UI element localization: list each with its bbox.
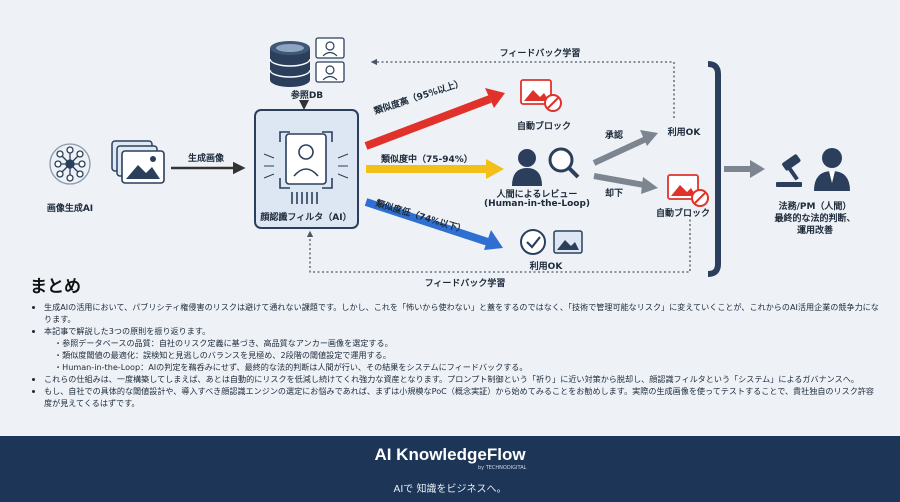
- principle-item: 類似度閾値の最適化：誤検知と見逃しのバランスを見極め、2段階の閾値設定で運用する…: [54, 349, 880, 361]
- reviewer-icon: [512, 149, 542, 186]
- summary-heading: まとめ: [30, 277, 81, 297]
- source-label: 画像生成AI: [46, 204, 94, 214]
- legal-line-1: 法務/PM（人間）: [778, 202, 852, 212]
- flow-diagram: [49, 37, 850, 277]
- review-blocked-image-icon: [667, 174, 709, 207]
- feedback-bottom-label: フィードバック学習: [424, 279, 506, 289]
- legal-line-3: 運用改善: [796, 226, 834, 236]
- summary-bullet: 本記事で解説した3つの原則を振り返ります。 参照データベースの品質：自社のリスク…: [44, 325, 880, 373]
- principle-item: Human-in-the-Loop：AIの判定を鵜呑みにせず、最終的な法的判断は…: [54, 361, 880, 373]
- reject-arrow: [593, 173, 658, 194]
- review-ok-label: 利用OK: [667, 128, 701, 138]
- reject-label: 却下: [604, 189, 624, 199]
- review-block-label: 自動ブロック: [655, 209, 711, 219]
- footer-tagline: AIで 知識をビジネスへ。: [393, 484, 507, 495]
- approved-check-icon: [520, 229, 583, 255]
- feedback-loop-top: [370, 58, 675, 118]
- magnifier-icon: [548, 147, 580, 179]
- summary-bullet: もし、自社での具体的な閾値設計や、導入すべき顔認識エンジンの選定にお悩みであれば…: [44, 385, 880, 409]
- image-stack-icon: [111, 140, 165, 184]
- use-ok-label: 利用OK: [529, 262, 563, 272]
- approve-arrow: [592, 130, 658, 166]
- auto-block-label: 自動ブロック: [516, 122, 572, 132]
- high-similarity-arrow: [364, 88, 505, 150]
- principle-item: 参照データベースの品質：自社のリスク定義に基づき、高品質なアンカー画像を選定する…: [54, 337, 880, 349]
- footer-banner: AI KnowledgeFlow by TECHNODIGITAL AIで 知識…: [0, 436, 900, 502]
- face-scan-icon: [263, 131, 349, 204]
- gavel-icon: [776, 154, 802, 187]
- human-review-label: 人間によるレビュー: [496, 190, 578, 200]
- principles-list: 参照データベースの品質：自社のリスク定義に基づき、高品質なアンカー画像を選定する…: [44, 337, 880, 373]
- summary-section: まとめ 生成AIの活用において、パブリシティ権侵害のリスクは避けて通れない課題で…: [30, 272, 880, 409]
- database-icon: [269, 41, 311, 87]
- branch-mid-label: 類似度中（75-94%）: [381, 155, 473, 165]
- feedback-loop-bottom: [306, 215, 691, 273]
- summary-bullet: 生成AIの活用において、パブリシティ権侵害のリスクは避けて通れない課題です。しか…: [44, 301, 880, 325]
- generated-image-label: 生成画像: [187, 154, 225, 164]
- reference-db-label: 参照DB: [290, 91, 324, 101]
- face-cards-icon: [315, 37, 345, 83]
- summary-bullet: これらの仕組みは、一度構築してしまえば、あとは自動的にリスクを低減し続けてくれ強…: [44, 373, 880, 385]
- mid-similarity-arrow: [366, 159, 504, 179]
- outcome-bracket: [707, 61, 721, 277]
- ai-network-icon: [49, 143, 91, 185]
- brand-byline: by TECHNODIGITAL: [478, 465, 527, 471]
- blocked-image-icon: [520, 79, 562, 112]
- brand-logo-text: AI KnowledgeFlow: [374, 445, 526, 464]
- summary-list: 生成AIの活用において、パブリシティ権侵害のリスクは避けて通れない課題です。しか…: [30, 301, 880, 409]
- approve-label: 承認: [604, 131, 624, 141]
- to-legal-arrow: [724, 160, 765, 178]
- human-review-sub: (Human-in-the-Loop): [483, 199, 591, 209]
- legal-line-2: 最終的な法的判断、: [774, 214, 856, 224]
- low-similarity-arrow: [364, 198, 503, 250]
- filter-label: 顔認識フィルタ（AI）: [260, 213, 352, 223]
- summary-bullet-text: 本記事で解説した3つの原則を振り返ります。: [44, 326, 211, 336]
- legal-person-icon: [814, 148, 850, 191]
- feedback-top-label: フィードバック学習: [499, 49, 581, 59]
